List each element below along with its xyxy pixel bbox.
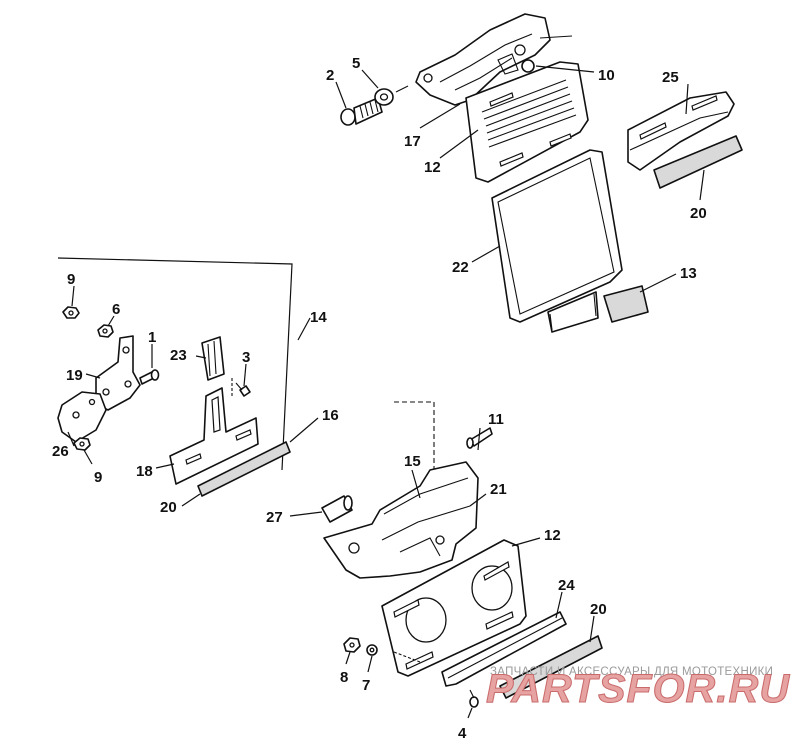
- strip-20-left: [197, 441, 291, 497]
- nut-6: [97, 324, 114, 338]
- leader-lines: [67, 65, 705, 719]
- label-5: 5: [352, 55, 360, 72]
- label-27: 27: [266, 509, 283, 526]
- strip-20-top: [653, 135, 743, 189]
- label-12-bottom: 12: [544, 527, 561, 544]
- rivet-11: [466, 427, 493, 449]
- reflector-13: [603, 285, 649, 323]
- label-2: 2: [326, 67, 334, 84]
- label-3: 3: [242, 349, 250, 366]
- label-20-top: 20: [690, 205, 707, 222]
- label-1: 1: [148, 329, 156, 346]
- label-18: 18: [136, 463, 153, 480]
- license-plate-12-top: [465, 61, 589, 183]
- nut-8: [343, 637, 361, 653]
- label-20-left: 20: [160, 499, 177, 516]
- label-6: 6: [112, 301, 120, 318]
- label-16: 16: [322, 407, 339, 424]
- label-12-top: 12: [424, 159, 441, 176]
- label-25: 25: [662, 69, 679, 86]
- watermark-tagline: ЗАПЧАСТИ И АКСЕССУАРЫ ДЛЯ МОТОТЕХНИКИ: [490, 666, 773, 678]
- label-22: 22: [452, 259, 469, 276]
- side-plate-26: [57, 391, 107, 443]
- side-mount-kit: [57, 257, 319, 497]
- label-20-bottom: 20: [590, 601, 607, 618]
- label-7: 7: [362, 677, 370, 694]
- top-bracket-assembly: [340, 13, 743, 333]
- label-26: 26: [52, 443, 69, 460]
- plate-backing-22: [491, 149, 623, 323]
- label-13: 13: [680, 265, 697, 282]
- spacer-27: [321, 495, 353, 523]
- bolt-3: [235, 382, 251, 397]
- label-14: 14: [310, 309, 327, 326]
- label-23: 23: [170, 347, 187, 364]
- label-10: 10: [598, 67, 615, 84]
- label-19: 19: [66, 367, 83, 384]
- nut-9-bottom: [73, 437, 91, 451]
- screw-1: [139, 369, 160, 385]
- part-numbers: 2 5 10 17 12 25 20 22 13 9 6 14 1 23 3 1…: [52, 55, 707, 742]
- label-9-bottom: 9: [94, 469, 102, 486]
- label-15: 15: [404, 453, 421, 470]
- strip-20-bottom: [499, 635, 603, 699]
- mounting-bracket-15-21: [323, 461, 479, 579]
- channel-25: [627, 91, 735, 171]
- washer-7: [366, 644, 378, 656]
- label-21: 21: [490, 481, 507, 498]
- label-8: 8: [340, 669, 348, 686]
- watermark: ЗАПЧАСТИ И АКСЕССУАРЫ ДЛЯ МОТОТЕХНИКИ PA…: [486, 666, 790, 712]
- label-11: 11: [488, 411, 504, 428]
- nut-9-top: [62, 306, 80, 319]
- washer-5: [374, 88, 394, 106]
- watermark-logo: PARTSFOR.RU: [486, 667, 790, 711]
- lower-bracket-assembly: [321, 401, 603, 708]
- label-4: 4: [458, 725, 467, 742]
- screw-2: [340, 97, 383, 126]
- clip-23: [201, 336, 225, 381]
- label-24: 24: [558, 577, 575, 594]
- pivot-bolt-10: [521, 59, 535, 73]
- label-17: 17: [404, 133, 421, 150]
- label-9-top: 9: [67, 271, 75, 288]
- mounting-bracket-17: [415, 13, 551, 106]
- bolt-4: [469, 689, 479, 708]
